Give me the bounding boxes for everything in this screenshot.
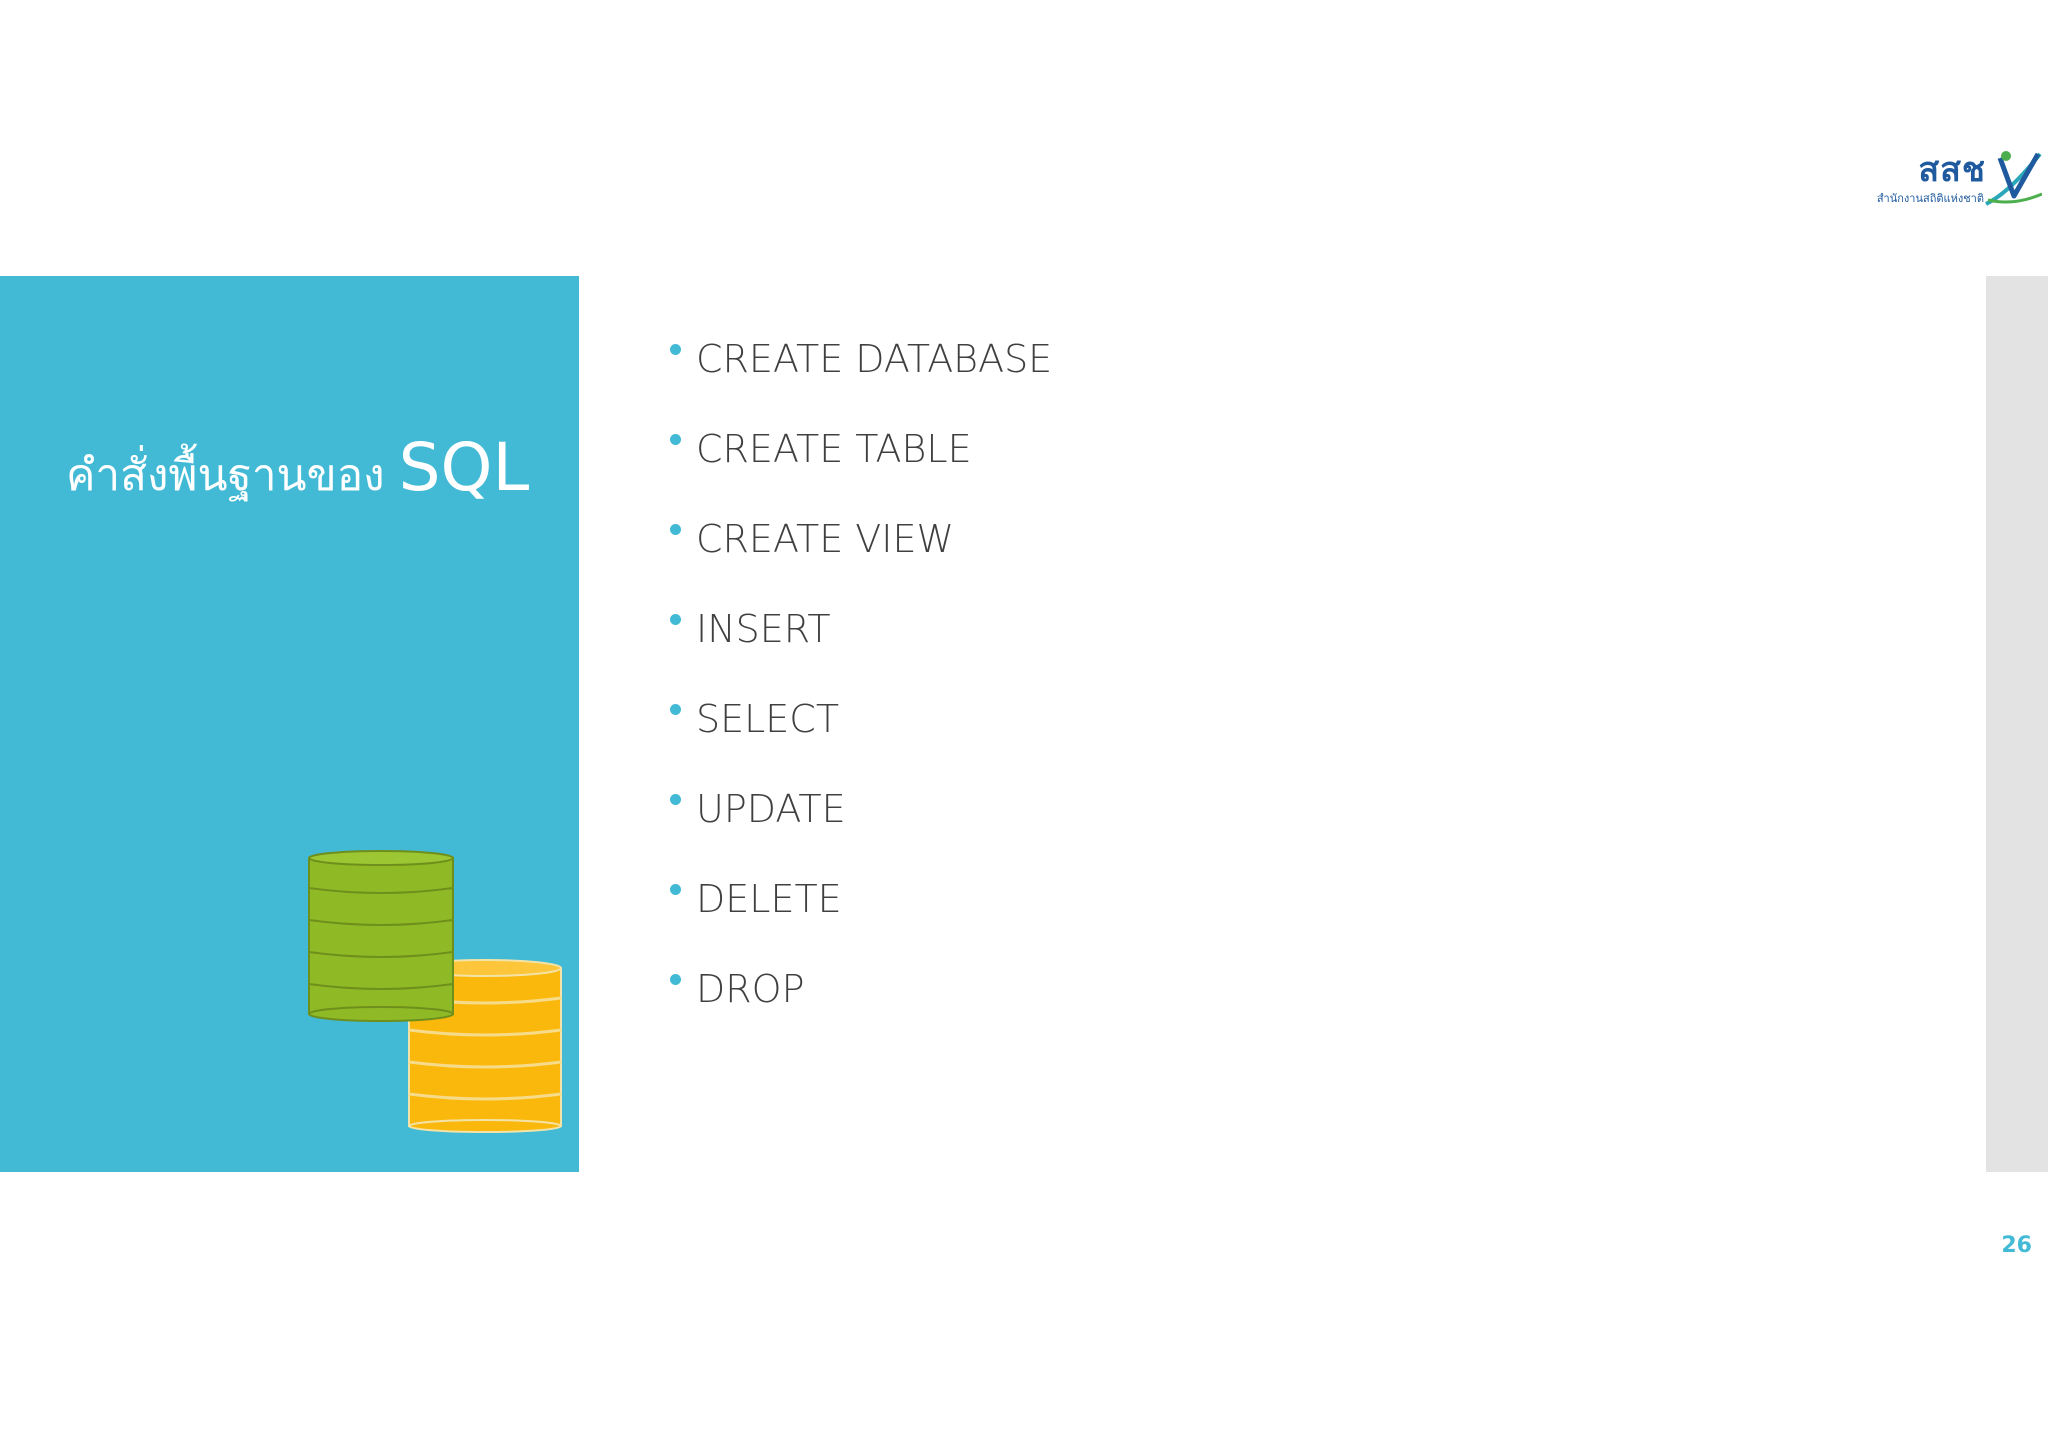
list-item-text: UPDATE (696, 787, 846, 831)
list-item: SELECT (668, 680, 1052, 770)
bullet-dot-icon (670, 524, 681, 535)
list-item: DROP (668, 950, 1052, 1040)
database-stack-icon (308, 850, 562, 1133)
logo-main-text: สสช (1918, 150, 1986, 190)
list-item-text: DELETE (696, 877, 842, 921)
slide-title-thai: คำสั่งพื้นฐานของ (66, 450, 385, 501)
list-item: CREATE TABLE (668, 410, 1052, 500)
list-item: UPDATE (668, 770, 1052, 860)
list-item: CREATE VIEW (668, 500, 1052, 590)
list-item: CREATE DATABASE (668, 320, 1052, 410)
bullet-dot-icon (670, 614, 681, 625)
list-item-text: CREATE VIEW (696, 517, 955, 561)
bullet-dot-icon (670, 344, 681, 355)
list-item-text: INSERT (696, 607, 831, 651)
green-database (308, 850, 454, 1022)
nso-logo-mark-icon (1985, 151, 2042, 206)
bullet-dot-icon (670, 434, 681, 445)
logo-sub-text: สำนักงานสถิติแห่งชาติ (1876, 192, 1984, 205)
slide-title-sql: SQL (398, 429, 530, 506)
bullet-dot-icon (670, 794, 681, 805)
bullet-dot-icon (670, 704, 681, 715)
list-item: INSERT (668, 590, 1052, 680)
list-item-text: SELECT (696, 697, 840, 741)
list-item-text: CREATE TABLE (696, 427, 972, 471)
bullet-dot-icon (670, 974, 681, 985)
right-side-strip (1986, 276, 2048, 1172)
list-item: DELETE (668, 860, 1052, 950)
bullet-dot-icon (670, 884, 681, 895)
page-number: 26 (2001, 1233, 2032, 1258)
nso-logo: สสช สำนักงานสถิติแห่งชาติ (1828, 148, 2042, 210)
list-item-text: DROP (696, 967, 805, 1011)
sql-command-list: CREATE DATABASE CREATE TABLE CREATE VIEW… (668, 320, 1052, 1040)
list-item-text: CREATE DATABASE (696, 337, 1053, 381)
slide-title: คำสั่งพื้นฐานของ SQL (66, 420, 529, 516)
